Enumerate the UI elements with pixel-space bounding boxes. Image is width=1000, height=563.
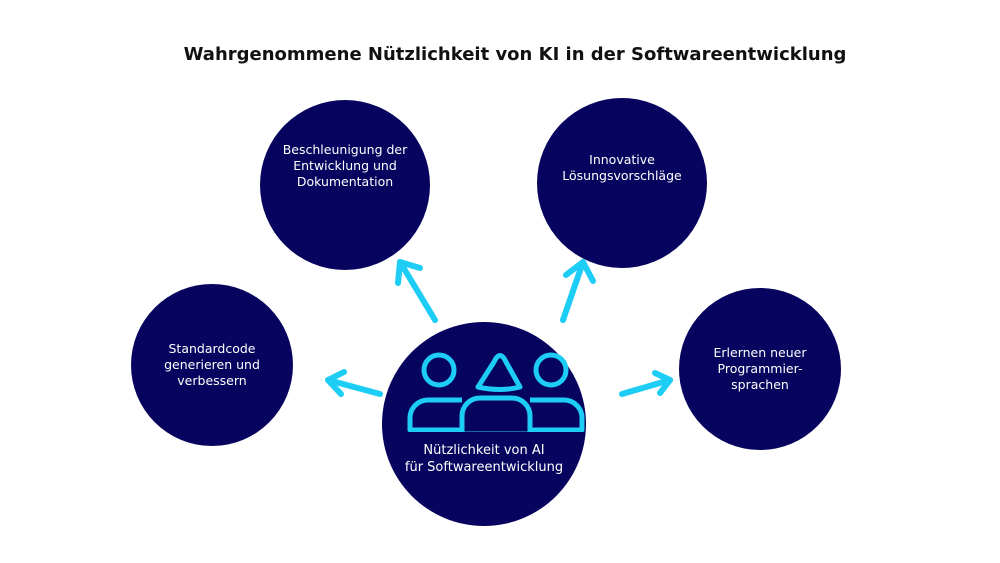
- people-group-icon: [407, 352, 585, 432]
- center-label: Nützlichkeit von AI für Softwareentwickl…: [404, 443, 564, 475]
- diagram-title: Wahrgenommene Nützlichkeit von KI in der…: [183, 44, 847, 65]
- arrow-left: [325, 369, 383, 397]
- arrow-top-right: [560, 259, 596, 323]
- benefit-acceleration: Beschleunigung der Entwicklung und Dokum…: [260, 100, 430, 270]
- center-hub: Nützlichkeit von AI für Softwareentwickl…: [382, 322, 586, 526]
- benefit-label: Beschleunigung der Entwicklung und Dokum…: [282, 142, 408, 189]
- benefit-label: Innovative Lösungsvorschläge: [562, 152, 682, 183]
- benefit-innovative-solutions: Innovative Lösungsvorschläge: [537, 98, 707, 268]
- benefit-learn-languages: Erlernen neuer Programmier- sprachen: [679, 288, 841, 450]
- arrow-top-left: [395, 259, 438, 323]
- arrow-right: [619, 370, 673, 397]
- benefit-label: Standardcode generieren und verbessern: [164, 341, 260, 388]
- benefit-label: Erlernen neuer Programmier- sprachen: [713, 345, 807, 392]
- benefit-standard-code: Standardcode generieren und verbessern: [131, 284, 293, 446]
